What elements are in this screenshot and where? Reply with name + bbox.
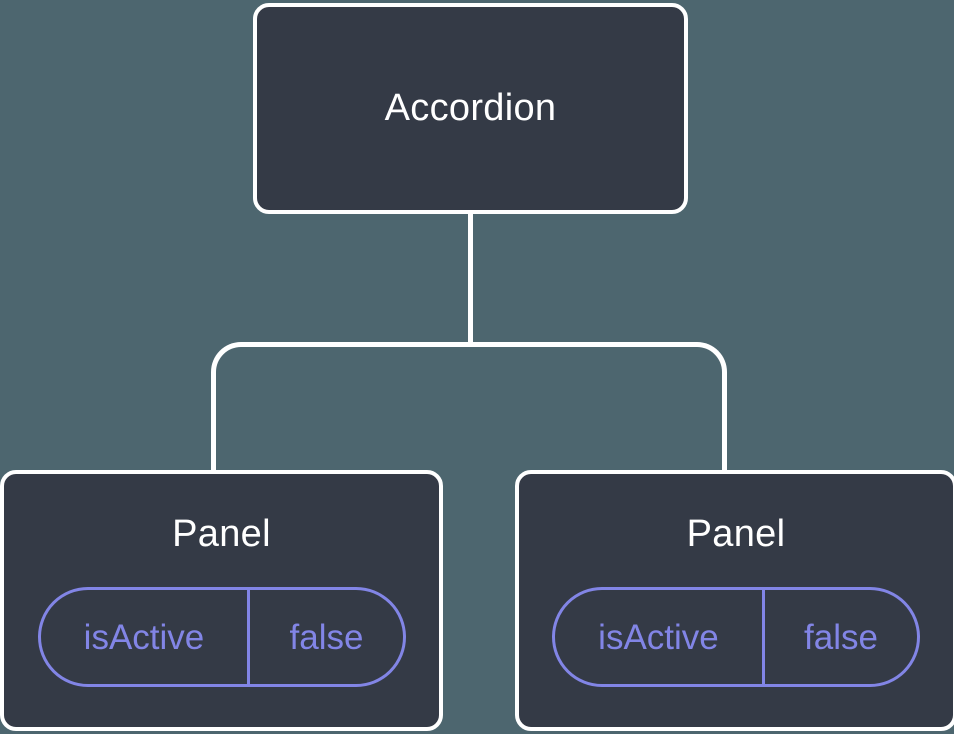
node-accordion: Accordion xyxy=(253,3,688,214)
node-panel-left: Panel isActive false xyxy=(0,470,443,731)
accordion-node-label: Accordion xyxy=(384,87,557,129)
state-value-label: false xyxy=(804,617,878,657)
connector-bracket xyxy=(211,342,727,470)
state-key-label: isActive xyxy=(41,590,251,684)
state-value-label: false xyxy=(289,617,364,657)
panel-left-label: Panel xyxy=(172,513,271,555)
state-pill-left: isActive false xyxy=(37,587,406,687)
node-panel-right: Panel isActive false xyxy=(515,470,954,731)
connector-stem xyxy=(468,213,473,345)
state-key-label: isActive xyxy=(555,590,765,684)
state-pill-right: isActive false xyxy=(552,587,920,687)
panel-right-label: Panel xyxy=(686,513,786,555)
